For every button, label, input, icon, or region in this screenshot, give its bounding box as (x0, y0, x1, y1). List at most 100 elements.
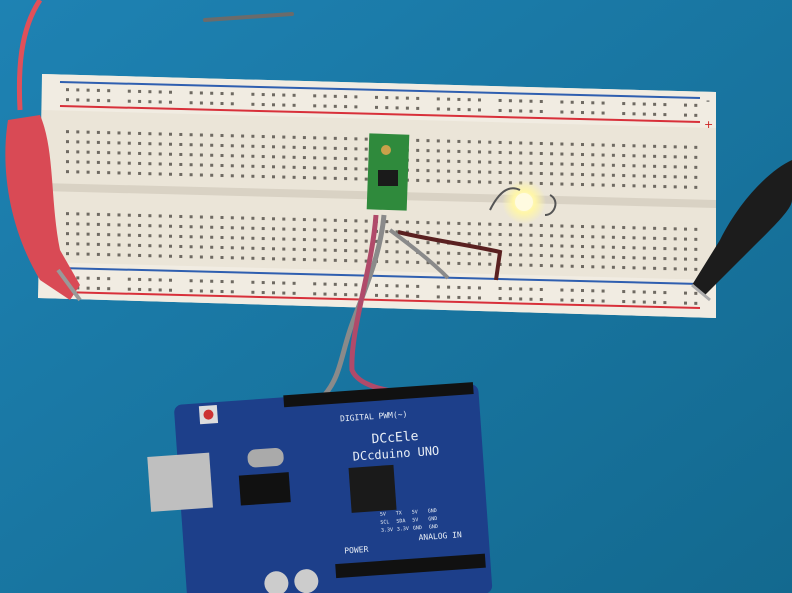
breadboard-hole (385, 240, 389, 244)
breadboard-hole (220, 290, 224, 294)
breadboard-hole (96, 276, 100, 280)
breadboard-hole (560, 298, 564, 302)
breadboard-hole (179, 214, 183, 218)
breadboard-hole (395, 294, 399, 298)
breadboard-hole (230, 216, 234, 220)
breadboard-hole (519, 243, 523, 247)
breadboard-hole (611, 255, 615, 259)
breadboard-hole (333, 228, 337, 232)
breadboard-hole (519, 223, 523, 227)
breadboard-hole (210, 143, 214, 147)
breadboard-hole (642, 164, 646, 168)
breadboard-hole (199, 101, 203, 105)
breadboard-hole (323, 258, 327, 262)
breadboard-hole (210, 279, 214, 283)
breadboard-hole (632, 184, 636, 188)
microcontroller-chip (348, 464, 397, 513)
breadboard-hole (436, 97, 440, 101)
breadboard-hole (189, 91, 193, 95)
breadboard-hole (189, 101, 193, 105)
breadboard-hole (581, 245, 584, 249)
breadboard-hole (210, 225, 214, 229)
breadboard-hole (694, 185, 698, 189)
breadboard-hole (632, 300, 636, 304)
breadboard-hole (663, 237, 667, 241)
breadboard-hole (498, 232, 502, 236)
usb-port (147, 452, 213, 512)
breadboard-hole (107, 287, 111, 291)
digital-header (283, 382, 474, 408)
breadboard-hole (581, 225, 584, 229)
breadboard-hole (230, 246, 234, 250)
breadboard-hole (488, 160, 492, 164)
breadboard-hole (76, 212, 80, 216)
breadboard-hole (498, 140, 502, 144)
breadboard-hole (127, 99, 131, 103)
breadboard-hole (313, 218, 317, 222)
breadboard-hole (148, 254, 152, 258)
gray-wire (298, 214, 387, 415)
breadboard-hole (581, 173, 584, 177)
breadboard-hole (611, 163, 615, 167)
breadboard-hole (653, 300, 657, 304)
breadboard-hole (663, 267, 667, 271)
breadboard-hole (354, 167, 358, 171)
breadboard-hole (354, 219, 358, 223)
breadboard-hole (426, 241, 430, 245)
breadboard-hole (272, 103, 275, 107)
breadboard-hole (302, 258, 306, 262)
breadboard-hole (251, 246, 255, 250)
breadboard-hole (508, 161, 512, 165)
breadboard-hole (694, 237, 698, 241)
breadboard-hole (632, 102, 636, 106)
breadboard-hole (344, 283, 348, 287)
breadboard-hole (230, 92, 234, 96)
breadboard-hole (467, 252, 471, 256)
breadboard-hole (478, 150, 481, 154)
breadboard-hole (591, 255, 595, 259)
breadboard-hole (550, 244, 554, 248)
breadboard-hole (457, 295, 461, 299)
breadboard-hole (663, 155, 667, 159)
breadboard-hole (684, 267, 687, 271)
breadboard-hole (508, 263, 512, 267)
breadboard-hole (385, 230, 389, 234)
breadboard-hole (673, 267, 677, 271)
breadboard-hole (508, 141, 512, 145)
breadboard-hole (601, 255, 605, 259)
breadboard-hole (251, 290, 255, 294)
breadboard-hole (344, 167, 348, 171)
breadboard-hole (447, 97, 451, 101)
breadboard-hole (478, 108, 481, 112)
breadboard-hole (66, 150, 69, 154)
breadboard-hole (447, 149, 451, 153)
breadboard-hole (416, 158, 420, 162)
breadboard-hole (632, 164, 636, 168)
breadboard-hole (684, 145, 687, 149)
breadboard-hole (96, 150, 100, 154)
breadboard-hole (313, 238, 317, 242)
breadboard-hole (632, 112, 636, 116)
breadboard-hole (508, 223, 512, 227)
breadboard-hole (354, 95, 358, 99)
breadboard-hole (148, 100, 152, 104)
breadboard-hole (436, 107, 440, 111)
breadboard-hole (560, 100, 564, 104)
breadboard-hole (127, 253, 131, 257)
breadboard-hole (292, 227, 296, 231)
breadboard-hole (457, 107, 461, 111)
breadboard-hole (467, 242, 471, 246)
breadboard-hole (611, 183, 615, 187)
breadboard-hole (478, 262, 481, 266)
breadboard-hole (230, 144, 234, 148)
breadboard-hole (138, 99, 142, 103)
breadboard-hole (498, 242, 502, 246)
breadboard-hole (519, 151, 523, 155)
rail-blue-bottom (59, 267, 701, 285)
breadboard-hole (364, 249, 368, 253)
breadboard-hole (447, 295, 451, 299)
breadboard-hole (241, 226, 245, 230)
breadboard-hole (591, 101, 595, 105)
breadboard-hole (550, 172, 554, 176)
breadboard-hole (272, 175, 275, 179)
